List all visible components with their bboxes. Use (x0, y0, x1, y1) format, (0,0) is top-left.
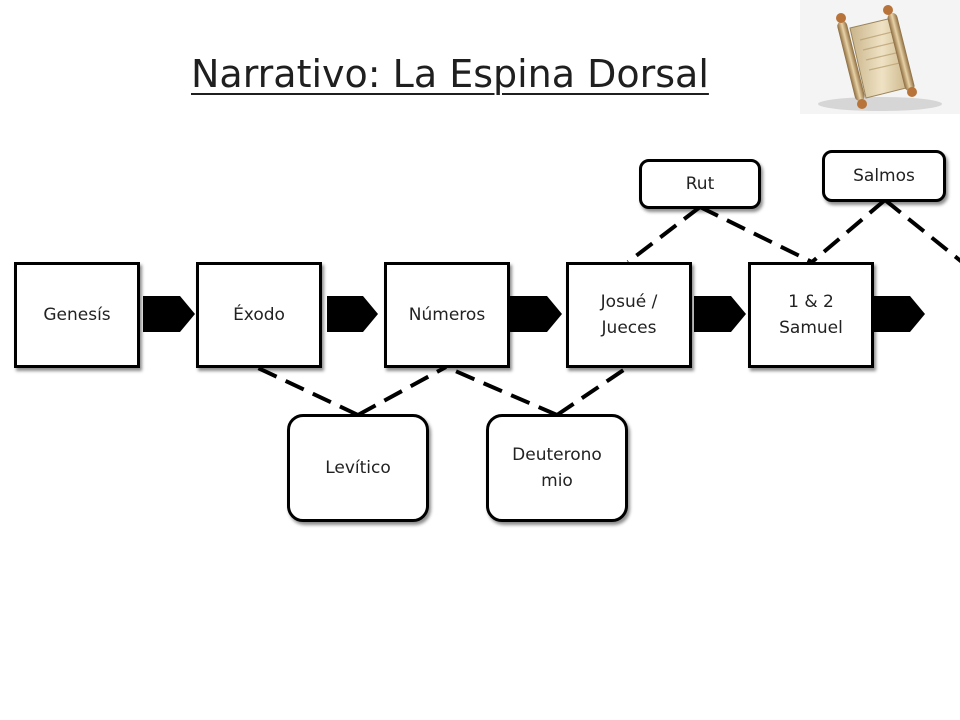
node-rut: Rut (639, 159, 761, 209)
page-title: Narrativo: La Espina Dorsal (191, 52, 709, 96)
arrow-numeros-josue (510, 296, 562, 332)
connector-rut-josue (626, 205, 702, 264)
node-exodo: Éxodo (196, 262, 322, 368)
node-samuel: 1 & 2 Samuel (748, 262, 874, 368)
node-numeros: Números (384, 262, 510, 368)
connector-deuteronomio-josue (555, 365, 630, 417)
connector-levitico-genesis (255, 365, 359, 417)
node-levitico: Levítico (287, 414, 429, 522)
node-genesis: Genesís (14, 262, 140, 368)
node-salmos: Salmos (822, 150, 946, 202)
connector-levitico-numeros (357, 365, 447, 417)
node-josue-jueces: Josué / Jueces (566, 262, 692, 368)
arrow-samuel-next (873, 296, 925, 332)
connector-salmos-next (883, 198, 960, 263)
arrow-genesis-exodo (143, 296, 195, 332)
node-deuteronomio: Deuterono mio (486, 414, 628, 522)
connector-rut-samuel (699, 205, 813, 264)
arrow-josue-samuel (694, 296, 746, 332)
scroll-icon (800, 0, 960, 114)
connector-salmos-samuel (810, 198, 887, 264)
connector-deuteronomio-numeros (445, 365, 558, 417)
arrow-exodo-numeros (327, 296, 378, 332)
